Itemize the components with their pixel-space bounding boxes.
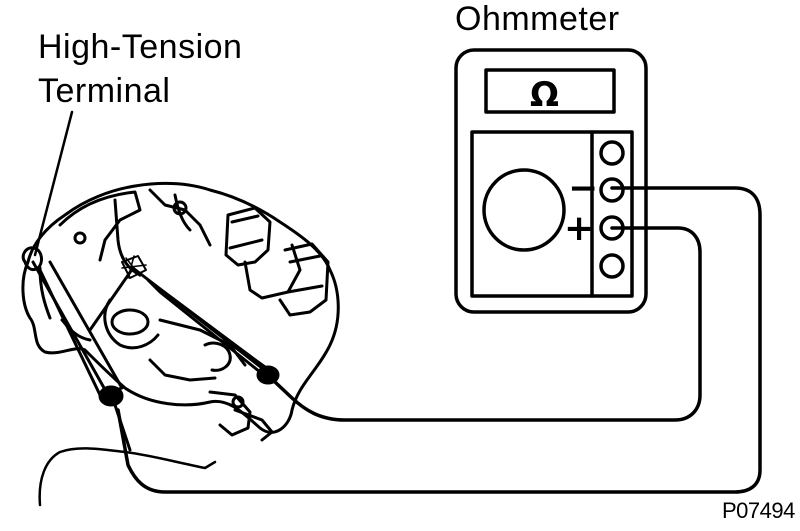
leader-line (33, 110, 74, 257)
lead-negative (116, 186, 762, 494)
probe-left (31, 260, 132, 452)
high-tension-terminal-label-line1: High-Tension (38, 28, 243, 66)
ohmmeter-title: Ohmmeter (455, 0, 620, 38)
ignition-coil (21, 181, 340, 442)
positive-terminal-symbol: + (564, 208, 595, 249)
ohmmeter (454, 48, 648, 314)
hand-outline (38, 447, 217, 507)
figure-code: P07494 (722, 498, 795, 523)
high-tension-terminal-label-line2: Terminal (38, 72, 171, 110)
ohm-display-symbol: Ω (530, 75, 559, 115)
lead-positive (273, 226, 702, 422)
probe-center (88, 266, 280, 385)
negative-terminal-symbol: − (568, 168, 599, 209)
